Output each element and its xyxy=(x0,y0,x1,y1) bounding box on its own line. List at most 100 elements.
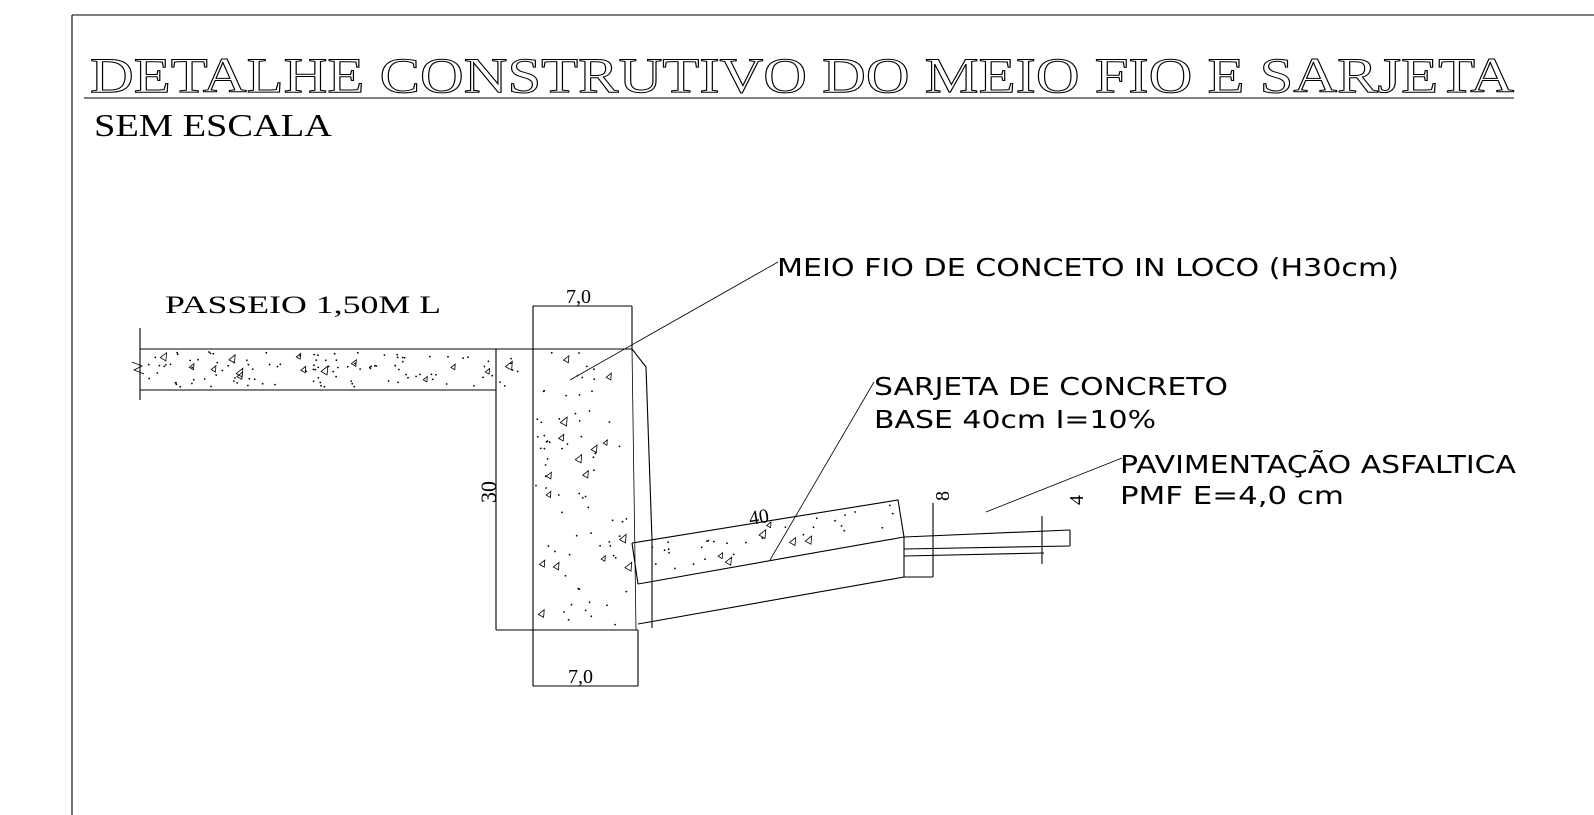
concrete-hatch-dot xyxy=(546,458,549,460)
concrete-hatch-dot xyxy=(667,541,670,543)
concrete-hatch-dot xyxy=(618,445,621,448)
concrete-hatch-dot xyxy=(210,385,213,388)
concrete-hatch-dot xyxy=(251,368,254,370)
concrete-hatch-dot xyxy=(544,464,547,466)
concrete-hatch-triangle xyxy=(545,471,552,480)
concrete-hatch-dot xyxy=(840,525,843,527)
concrete-hatch-triangle xyxy=(557,433,565,442)
concrete-hatch-dot xyxy=(191,382,193,385)
concrete-hatch-triangle xyxy=(574,453,583,464)
concrete-hatch-dot xyxy=(535,484,537,487)
concrete-hatch-triangle xyxy=(188,362,195,371)
concrete-hatch-dot xyxy=(543,447,546,450)
concrete-hatch-dot xyxy=(540,421,543,424)
concrete-hatch-dot xyxy=(566,443,569,445)
concrete-hatch-dot xyxy=(314,368,317,371)
concrete-hatch-triangle xyxy=(320,365,329,376)
concrete-hatch-dot xyxy=(189,359,192,362)
concrete-hatch-triangle xyxy=(350,358,357,367)
concrete-hatch-dot xyxy=(547,545,550,548)
drawing-title: DETALHE CONSTRUTIVO DO MEIO FIO E SARJET… xyxy=(90,47,1514,103)
concrete-hatch-dot xyxy=(247,363,250,366)
concrete-hatch-dot xyxy=(584,495,587,498)
concrete-hatch-dot xyxy=(401,356,404,359)
concrete-hatch-dot xyxy=(156,372,159,374)
concrete-hatch-dot xyxy=(563,611,565,613)
concrete-hatch-dot xyxy=(247,384,249,387)
concrete-hatch-dot xyxy=(487,360,490,363)
concrete-hatch-dot xyxy=(668,551,670,554)
concrete-hatch-dot xyxy=(354,362,356,365)
concrete-hatch-dot xyxy=(713,540,715,543)
concrete-hatch-dot xyxy=(158,364,161,367)
dim-curb-top-width: 7,0 xyxy=(566,286,591,308)
concrete-hatch-dot xyxy=(706,540,708,543)
concrete-hatch-dot xyxy=(499,381,501,383)
concrete-hatch-dot xyxy=(335,375,337,378)
concrete-hatch-triangle xyxy=(605,372,612,381)
concrete-hatch-dot xyxy=(578,492,581,495)
concrete-hatch-dot xyxy=(592,469,595,472)
concrete-hatch-dot xyxy=(651,546,654,549)
concrete-hatch-dot xyxy=(346,365,349,368)
concrete-hatch-dot xyxy=(843,529,846,532)
concrete-hatch-triangle xyxy=(600,554,606,562)
curb-callout: MEIO FIO DE CONCETO IN LOCO (H30cm) xyxy=(777,253,1399,282)
concrete-hatch-dot xyxy=(467,356,469,358)
concrete-hatch-dot xyxy=(359,368,361,370)
concrete-hatch-triangle xyxy=(504,360,513,371)
concrete-hatch-dot xyxy=(313,353,316,356)
concrete-hatch-dot xyxy=(216,361,219,364)
concrete-hatch-dot xyxy=(578,394,581,396)
concrete-hatch-dot xyxy=(483,365,486,368)
concrete-hatch-dot xyxy=(203,378,206,380)
concrete-hatch-dot xyxy=(208,351,210,353)
concrete-hatch-dot xyxy=(261,382,264,385)
concrete-hatch-triangle xyxy=(450,363,456,371)
concrete-hatch-dot xyxy=(726,542,728,545)
concrete-hatch-triangle xyxy=(765,521,772,529)
concrete-hatch-dot xyxy=(567,618,570,621)
concrete-hatch-dot xyxy=(179,385,182,388)
concrete-hatch-dot xyxy=(536,436,539,438)
concrete-hatch-dot xyxy=(323,385,326,388)
concrete-hatch-dot xyxy=(590,615,593,618)
dim-asphalt-thickness: 4 xyxy=(1066,495,1088,505)
concrete-hatch-dot xyxy=(536,418,539,421)
concrete-hatch-dot xyxy=(854,511,857,513)
concrete-hatch-dot xyxy=(333,352,336,355)
concrete-hatch-dot xyxy=(614,623,616,626)
concrete-hatch-dot xyxy=(398,368,400,371)
concrete-hatch-dot xyxy=(578,352,580,354)
concrete-hatch-dot xyxy=(565,394,568,397)
leader-lines xyxy=(569,261,1123,561)
concrete-hatch-dot xyxy=(593,368,595,371)
concrete-hatch-dot xyxy=(473,385,475,387)
concrete-hatch-dot xyxy=(147,363,150,366)
concrete-hatch-triangle xyxy=(804,535,813,545)
concrete-hatch-dot xyxy=(574,412,577,415)
concrete-hatch-triangle xyxy=(602,439,608,446)
concrete-hatch-dot xyxy=(581,376,584,379)
concrete-hatch-dot xyxy=(315,359,318,361)
concrete-hatch-triangle xyxy=(717,551,724,560)
concrete-hatch-dot xyxy=(387,380,390,382)
concrete-hatch-dot xyxy=(592,456,595,459)
concrete-hatch-dot xyxy=(324,359,327,362)
concrete-hatch-dot xyxy=(246,359,248,362)
concrete-hatch-dot xyxy=(584,609,587,612)
concrete-hatch-dot xyxy=(313,364,315,367)
concrete-hatch-dot xyxy=(191,366,194,369)
concrete-hatch-dot xyxy=(625,590,628,593)
concrete-hatch-triangle xyxy=(295,352,302,360)
concrete-hatch-triangle xyxy=(537,608,545,618)
concrete-hatch-triangle xyxy=(552,561,560,571)
concrete-hatch-triangle xyxy=(545,490,552,499)
concrete-hatch-dot xyxy=(234,377,236,379)
asphalt-callout-line1: PAVIMENTAÇÃO ASFALTICA xyxy=(1120,449,1516,479)
concrete-hatch-dot xyxy=(704,558,706,561)
concrete-hatch-dot xyxy=(317,366,320,369)
concrete-hatch-dot xyxy=(375,365,378,367)
concrete-hatch-triangle xyxy=(788,536,797,547)
concrete-hatch-dot xyxy=(317,377,320,379)
